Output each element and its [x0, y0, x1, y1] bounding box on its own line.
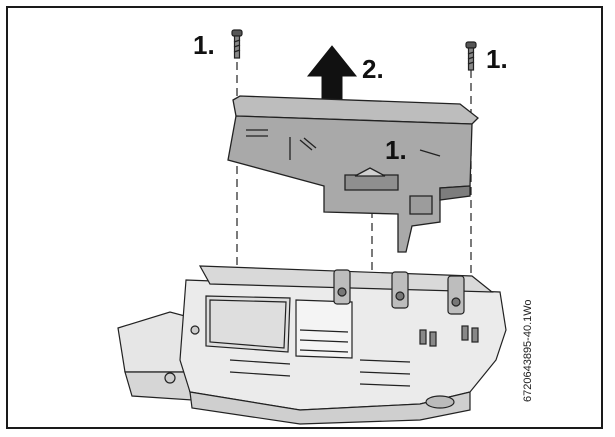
step-label-screw-right: 1. — [486, 44, 508, 74]
step-label-screw-center: 1. — [385, 135, 407, 165]
lift-arrow-icon — [306, 45, 358, 107]
document-id: 6720643895-40.1Wo — [522, 299, 534, 402]
screw-left-icon — [231, 29, 243, 59]
step-label-screw-left: 1. — [193, 30, 215, 60]
figure-frame — [6, 6, 603, 429]
step-label-lift: 2. — [362, 54, 384, 84]
cover-part — [227, 95, 479, 253]
screw-right-icon — [465, 41, 477, 71]
base-unit — [117, 265, 507, 425]
